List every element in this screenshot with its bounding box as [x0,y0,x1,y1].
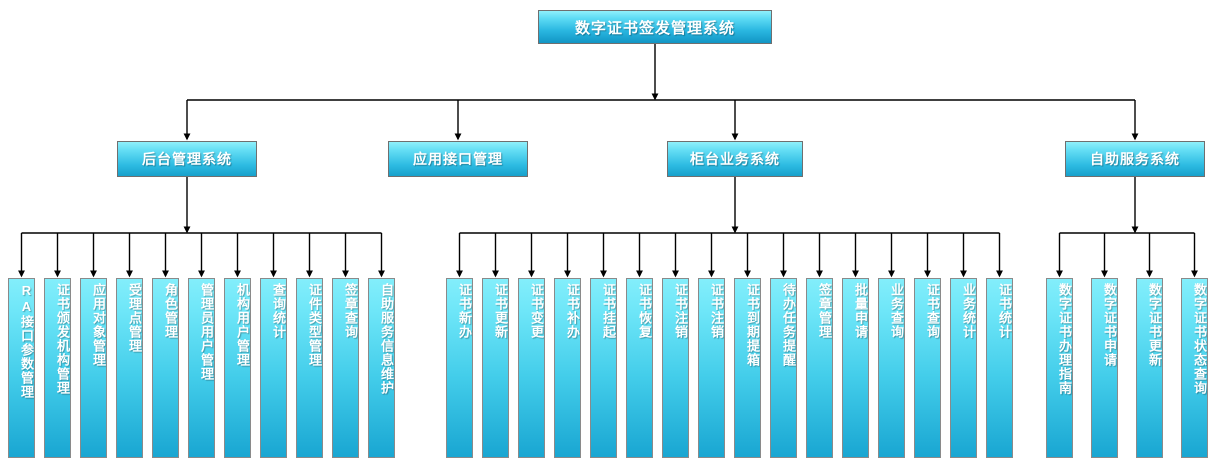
leaf-node-counter-7[interactable]: 证书注销 [698,278,725,458]
leaf-node-counter-13-label: 证书查询 [925,283,940,339]
leaf-node-selfservice-3[interactable]: 数字证书状态查询 [1181,278,1208,458]
leaf-node-backend-3[interactable]: 受理点管理 [116,278,143,458]
leaf-node-counter-10-label: 签章管理 [817,283,832,339]
leaf-node-counter-14[interactable]: 业务统计 [950,278,977,458]
leaf-node-counter-10[interactable]: 签章管理 [806,278,833,458]
leaf-node-selfservice-3-label: 数字证书状态查询 [1192,283,1207,395]
leaf-node-counter-4[interactable]: 证书挂起 [590,278,617,458]
leaf-node-counter-5[interactable]: 证书恢复 [626,278,653,458]
leaf-node-counter-15-label: 证书统计 [997,283,1012,339]
branch-node-api-label: 应用接口管理 [413,151,503,167]
leaf-node-counter-2[interactable]: 证书变更 [518,278,545,458]
leaf-node-counter-0[interactable]: 证书新办 [446,278,473,458]
branch-node-api[interactable]: 应用接口管理 [388,141,528,177]
leaf-node-backend-9[interactable]: 签章查询 [332,278,359,458]
leaf-node-counter-11[interactable]: 批量申请 [842,278,869,458]
leaf-node-backend-5[interactable]: 管理员用户管理 [188,278,215,458]
leaf-node-backend-9-label: 签章查询 [343,283,358,339]
leaf-node-counter-1[interactable]: 证书更新 [482,278,509,458]
leaf-node-backend-4[interactable]: 角色管理 [152,278,179,458]
leaf-node-backend-8[interactable]: 证件类型管理 [296,278,323,458]
leaf-node-backend-7-label: 查询统计 [271,283,286,339]
leaf-node-counter-6-label: 证书注销 [673,283,688,339]
leaf-node-counter-4-label: 证书挂起 [601,283,616,339]
leaf-node-backend-7[interactable]: 查询统计 [260,278,287,458]
leaf-node-backend-1[interactable]: 证书颁发机构管理 [44,278,71,458]
leaf-node-counter-15[interactable]: 证书统计 [986,278,1013,458]
root-node-label: 数字证书签发管理系统 [574,19,735,37]
leaf-node-selfservice-1-label: 数字证书申请 [1102,283,1117,367]
root-node[interactable]: 数字证书签发管理系统 [538,10,772,44]
branch-node-counter-label: 柜台业务系统 [690,151,780,167]
leaf-node-selfservice-2-label: 数字证书更新 [1147,283,1162,367]
leaf-node-backend-10[interactable]: 自助服务信息维护 [368,278,395,458]
leaf-node-backend-2[interactable]: 应用对象管理 [80,278,107,458]
leaf-node-counter-3[interactable]: 证书补办 [554,278,581,458]
branch-node-backend-label: 后台管理系统 [142,151,232,167]
leaf-node-counter-2-label: 证书变更 [529,283,544,339]
leaf-node-counter-6[interactable]: 证书注销 [662,278,689,458]
leaf-node-backend-10-label: 自助服务信息维护 [379,283,394,395]
leaf-node-counter-9-label: 待办任务提醒 [781,283,796,367]
leaf-node-backend-0-label: RA接口参数管理 [19,283,34,399]
leaf-node-counter-14-label: 业务统计 [961,283,976,339]
leaf-node-counter-12-label: 业务查询 [889,283,904,339]
leaf-node-selfservice-2[interactable]: 数字证书更新 [1136,278,1163,458]
leaf-node-counter-13[interactable]: 证书查询 [914,278,941,458]
branch-node-selfservice-label: 自助服务系统 [1090,151,1180,167]
branch-node-counter[interactable]: 柜台业务系统 [667,141,803,177]
leaf-node-counter-12[interactable]: 业务查询 [878,278,905,458]
leaf-node-backend-4-label: 角色管理 [163,283,178,339]
leaf-node-backend-8-label: 证件类型管理 [307,283,322,367]
leaf-node-backend-2-label: 应用对象管理 [91,283,106,367]
leaf-node-backend-5-label: 管理员用户管理 [199,283,214,381]
leaf-node-counter-1-label: 证书更新 [493,283,508,339]
leaf-node-backend-6-label: 机构用户管理 [235,283,250,367]
leaf-node-counter-3-label: 证书补办 [565,283,580,339]
branch-node-selfservice[interactable]: 自助服务系统 [1065,141,1205,177]
leaf-node-selfservice-1[interactable]: 数字证书申请 [1091,278,1118,458]
leaf-node-counter-0-label: 证书新办 [457,283,472,339]
leaf-node-selfservice-0-label: 数字证书办理指南 [1057,283,1072,395]
leaf-node-counter-8[interactable]: 证书到期提箱 [734,278,761,458]
branch-node-backend[interactable]: 后台管理系统 [117,141,257,177]
leaf-node-counter-7-label: 证书注销 [709,283,724,339]
leaf-node-selfservice-0[interactable]: 数字证书办理指南 [1046,278,1073,458]
leaf-node-backend-6[interactable]: 机构用户管理 [224,278,251,458]
leaf-node-backend-0[interactable]: RA接口参数管理 [8,278,35,458]
leaf-node-counter-8-label: 证书到期提箱 [745,283,760,367]
leaf-node-counter-5-label: 证书恢复 [637,283,652,339]
leaf-node-counter-11-label: 批量申请 [853,283,868,339]
leaf-node-backend-3-label: 受理点管理 [127,283,142,353]
leaf-node-counter-9[interactable]: 待办任务提醒 [770,278,797,458]
leaf-node-backend-1-label: 证书颁发机构管理 [55,283,70,395]
